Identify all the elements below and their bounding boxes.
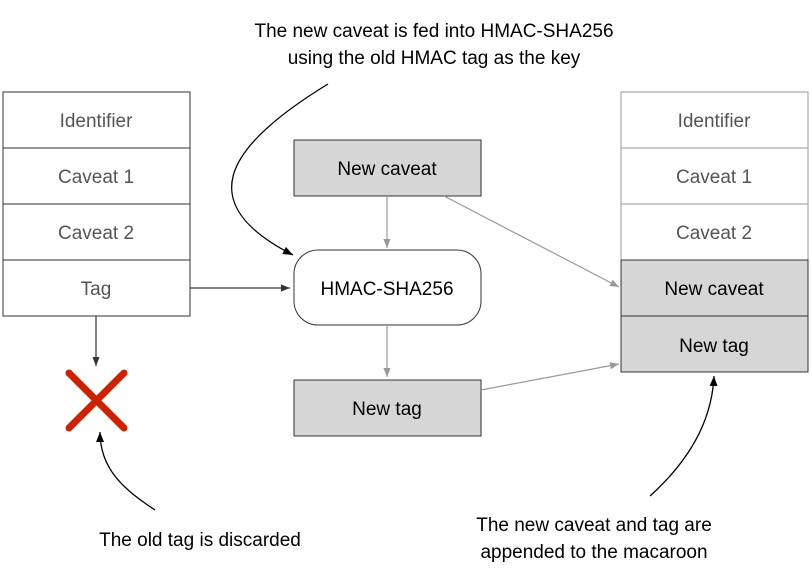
annotation-top-arrow bbox=[231, 83, 329, 256]
process-new-tag-box bbox=[293, 379, 482, 437]
new-macaroon: Identifier Caveat 1 Caveat 2 New caveat … bbox=[620, 91, 809, 373]
old-caveat1-label: Caveat 1 bbox=[58, 167, 134, 188]
annotation-bottom-right-arrow bbox=[649, 375, 718, 497]
new-new-caveat-label: New caveat bbox=[664, 279, 764, 300]
arrow-newcaveat-to-macaroon bbox=[443, 195, 620, 288]
discard-cross-icon bbox=[65, 369, 128, 432]
process-new-tag-label: New tag bbox=[352, 399, 422, 420]
new-identifier-label: Identifier bbox=[678, 111, 752, 132]
old-tag-label: Tag bbox=[81, 279, 112, 300]
hmac-label: HMAC-SHA256 bbox=[320, 279, 453, 300]
old-caveat2-label: Caveat 2 bbox=[58, 223, 134, 244]
old-caveat1-cell bbox=[2, 147, 191, 205]
new-caveat2-cell bbox=[620, 203, 809, 261]
arrow-newtag-to-macaroon bbox=[480, 362, 620, 391]
annotation-bottom-left-arrow bbox=[96, 431, 156, 511]
new-identifier-cell bbox=[620, 91, 809, 149]
annotation-bottom-right-line2: appended to the macaroon bbox=[480, 542, 707, 563]
new-caveat1-cell bbox=[620, 147, 809, 205]
new-new-caveat-cell bbox=[620, 259, 809, 317]
annotation-top-line1: The new caveat is fed into HMAC-SHA256 bbox=[254, 21, 613, 42]
annotation-bottom-right-line1: The new caveat and tag are bbox=[476, 515, 712, 536]
new-caveat1-label: Caveat 1 bbox=[676, 167, 752, 188]
new-new-tag-label: New tag bbox=[679, 336, 749, 357]
annotation-top-line2: using the old HMAC tag as the key bbox=[288, 48, 581, 69]
process-new-caveat-box bbox=[293, 139, 482, 197]
annotation-bottom-left: The old tag is discarded bbox=[99, 530, 301, 551]
new-caveat2-label: Caveat 2 bbox=[676, 223, 752, 244]
new-new-tag-cell bbox=[620, 315, 809, 373]
old-identifier-label: Identifier bbox=[60, 111, 134, 132]
old-macaroon: Identifier Caveat 1 Caveat 2 Tag bbox=[2, 91, 191, 317]
process-new-caveat-label: New caveat bbox=[337, 159, 437, 180]
